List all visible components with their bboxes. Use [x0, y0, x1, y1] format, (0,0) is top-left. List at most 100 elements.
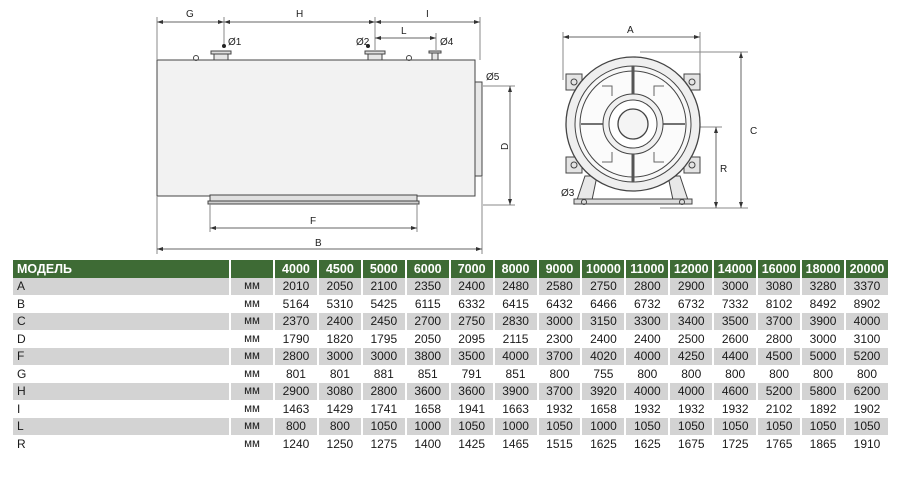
table-cell: 3370 [845, 277, 888, 295]
table-cell: 6115 [406, 295, 449, 313]
table-cell: 1675 [670, 435, 713, 453]
dim-f-label: F [310, 216, 316, 227]
table-header-row: МОДЕЛЬ 4000 4500 5000 6000 7000 8000 900… [13, 260, 888, 278]
table-cell: 3600 [406, 382, 449, 400]
header-model: 7000 [450, 260, 493, 278]
header-model: 20000 [845, 260, 888, 278]
table-cell: 1275 [362, 435, 405, 453]
dim-i-label: I [426, 9, 429, 20]
row-param-label: B [13, 295, 229, 313]
table-cell: 5200 [758, 382, 801, 400]
dim-g-label: G [186, 9, 194, 20]
table-cell: 800 [538, 365, 581, 383]
table-cell: 3300 [626, 312, 669, 330]
table-cell: 2600 [714, 330, 757, 348]
table-cell: 1658 [582, 400, 625, 418]
table-cell: 1000 [494, 417, 537, 435]
port-d3-label: Ø3 [561, 188, 575, 199]
row-unit-label: мм [231, 365, 273, 383]
table-cell: 1050 [845, 417, 888, 435]
front-view [562, 32, 748, 209]
table-cell: 1625 [582, 435, 625, 453]
row-unit-label: мм [231, 347, 273, 365]
table-cell: 5800 [802, 382, 844, 400]
table-cell: 2300 [538, 330, 581, 348]
table-cell: 2115 [494, 330, 537, 348]
table-cell: 1050 [450, 417, 493, 435]
table-cell: 1658 [406, 400, 449, 418]
table-cell: 1400 [406, 435, 449, 453]
header-model: 9000 [538, 260, 581, 278]
row-param-label: R [13, 435, 229, 453]
table-cell: 2370 [275, 312, 317, 330]
boiler-body [156, 59, 476, 197]
table-cell: 1932 [626, 400, 669, 418]
table-cell: 4500 [758, 347, 801, 365]
row-unit-label: мм [231, 435, 273, 453]
table-cell: 1790 [275, 330, 317, 348]
table-cell: 8902 [845, 295, 888, 313]
table-cell: 4020 [582, 347, 625, 365]
table-cell: 2095 [450, 330, 493, 348]
table-cell: 3100 [845, 330, 888, 348]
table-cell: 3600 [450, 382, 493, 400]
table-cell: 5200 [845, 347, 888, 365]
table-cell: 2010 [275, 277, 317, 295]
table-cell: 6466 [582, 295, 625, 313]
table-cell: 4600 [714, 382, 757, 400]
table-cell: 2900 [670, 277, 713, 295]
table-cell: 1240 [275, 435, 317, 453]
table-cell: 5425 [362, 295, 405, 313]
table-cell: 1050 [626, 417, 669, 435]
table-cell: 800 [670, 365, 713, 383]
dim-c-label: C [750, 126, 757, 137]
table-cell: 1050 [670, 417, 713, 435]
table-cell: 755 [582, 365, 625, 383]
table-cell: 2800 [275, 347, 317, 365]
table-cell: 2500 [670, 330, 713, 348]
table-cell: 3900 [802, 312, 844, 330]
table-cell: 2750 [582, 277, 625, 295]
row-param-label: D [13, 330, 229, 348]
table-cell: 8102 [758, 295, 801, 313]
header-model: 5000 [362, 260, 405, 278]
header-model: 11000 [626, 260, 669, 278]
table-cell: 3400 [670, 312, 713, 330]
row-param-label: F [13, 347, 229, 365]
table-cell: 851 [494, 365, 537, 383]
row-unit-label: мм [231, 295, 273, 313]
table-cell: 2800 [362, 382, 405, 400]
table-cell: 4400 [714, 347, 757, 365]
table-cell: 3920 [582, 382, 625, 400]
table-cell: 1000 [406, 417, 449, 435]
table-cell: 3000 [538, 312, 581, 330]
table-cell: 1725 [714, 435, 757, 453]
port-d4-label: Ø4 [440, 37, 454, 48]
table-cell: 7332 [714, 295, 757, 313]
table-cell: 1050 [714, 417, 757, 435]
table-cell: 800 [275, 417, 317, 435]
table-cell: 1515 [538, 435, 581, 453]
table-cell: 2700 [406, 312, 449, 330]
boiler-drawing: G H I L Ø1 Ø2 Ø4 Ø5 D F B [156, 9, 757, 254]
table-cell: 2350 [406, 277, 449, 295]
table-cell: 3700 [538, 347, 581, 365]
dim-r-label: R [720, 164, 727, 175]
table-cell: 800 [802, 365, 844, 383]
header-model: 4500 [318, 260, 361, 278]
port-d1-label: Ø1 [228, 37, 242, 48]
port-d5-label: Ø5 [486, 72, 500, 83]
row-unit-label: мм [231, 277, 273, 295]
table-cell: 800 [758, 365, 801, 383]
table-cell: 2050 [318, 277, 361, 295]
header-model: 18000 [802, 260, 844, 278]
row-unit-label: мм [231, 312, 273, 330]
dimensions-table: МОДЕЛЬ 4000 4500 5000 6000 7000 8000 900… [11, 260, 890, 453]
dim-d-label: D [500, 143, 511, 150]
